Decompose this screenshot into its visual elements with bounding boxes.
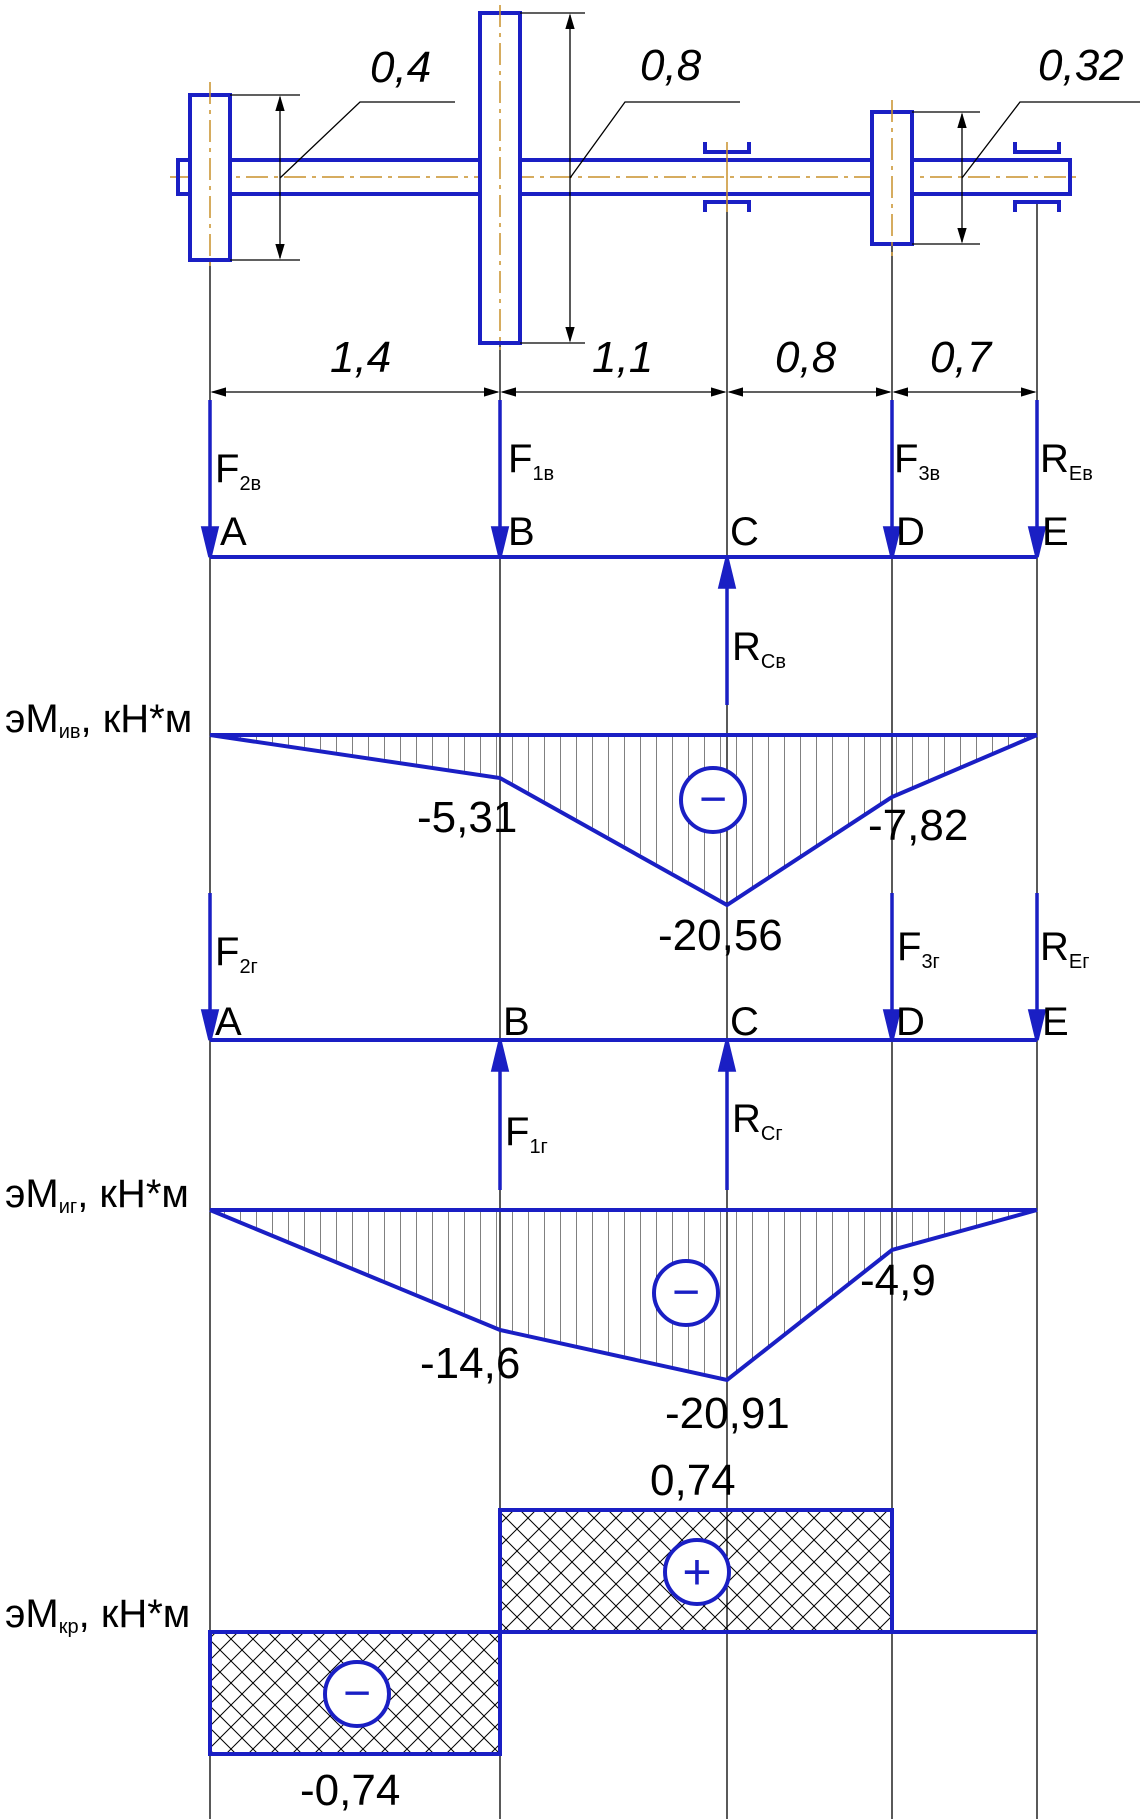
bearing-e — [1013, 142, 1061, 212]
horizontal-sign: − — [672, 1266, 700, 1319]
torque-minus-circle — [323, 1660, 391, 1728]
torque-diagram: эMкр, кН*м + − 0,74 -0,74 — [5, 1456, 1037, 1815]
vertical-load-scheme: F2в F1в F3в REв RCв A B C D E — [200, 400, 1093, 705]
force-label-f1g: F1г — [505, 1110, 548, 1158]
force-label-rev: REв — [1040, 437, 1093, 485]
dim-diameter-d — [912, 101, 1140, 245]
force-label-f3g: F3г — [897, 925, 940, 973]
vertical-moment-curve — [209, 733, 1038, 908]
point-label-d-v: D — [896, 510, 925, 554]
torque-title: эMкр, кН*м — [5, 1592, 190, 1638]
vertical-moment-fill — [210, 735, 1037, 905]
horizontal-sign-circle — [652, 1259, 720, 1327]
vertical-moment-d: -7,82 — [868, 801, 968, 850]
torque-minus-sign: − — [343, 1667, 371, 1720]
force-label-f1v: F1в — [508, 437, 554, 485]
point-label-d-h: D — [896, 1000, 925, 1044]
vertical-moment-diagram: эMив, кН*м − -5,31 -20,56 -7,82 — [5, 697, 1038, 960]
force-label-rcv: RCв — [732, 625, 786, 673]
horizontal-moment-diagram: эMиг, кН*м − -14,6 -20,91 -4,9 — [5, 1172, 1038, 1438]
force-label-f2g: F2г — [215, 930, 258, 978]
torque-plus-circle — [663, 1538, 731, 1606]
span-label-de: 0,7 — [930, 333, 993, 382]
dim-diameter-d-label: 0,32 — [1038, 41, 1124, 90]
dim-diameter-b — [520, 12, 740, 344]
point-label-a-h: A — [215, 1000, 242, 1044]
vertical-moment-b: -5,31 — [417, 793, 517, 842]
point-label-b-h: B — [503, 1000, 530, 1044]
point-label-c-v: C — [730, 510, 759, 554]
vertical-sign: − — [699, 773, 727, 826]
horizontal-moment-c: -20,91 — [665, 1389, 790, 1438]
horizontal-moment-curve — [209, 1208, 1038, 1383]
point-label-e-h: E — [1042, 1000, 1069, 1044]
horizontal-load-scheme: F2г F3г REг F1г RCг A B C D E — [200, 893, 1090, 1190]
shaft-drawing: 0,4 0,8 0,32 — [170, 5, 1140, 350]
force-label-rcg: RCг — [732, 1097, 783, 1145]
span-label-cd: 0,8 — [775, 333, 837, 382]
torque-negative-value: -0,74 — [300, 1766, 400, 1815]
bearing-c — [703, 142, 751, 212]
span-label-ab: 1,4 — [330, 333, 391, 382]
shaft-body — [176, 158, 1072, 196]
horizontal-moment-fill — [210, 1210, 1037, 1380]
vertical-sign-circle — [679, 766, 747, 834]
vertical-moment-title: эMив, кН*м — [5, 697, 192, 743]
horizontal-moment-b: -14,6 — [420, 1339, 520, 1388]
point-label-a-v: A — [220, 510, 247, 554]
dim-diameter-b-label: 0,8 — [640, 41, 702, 90]
torque-positive-value: 0,74 — [650, 1456, 736, 1505]
dim-diameter-a — [230, 94, 455, 261]
horizontal-moment-d: -4,9 — [860, 1256, 936, 1305]
point-label-e-v: E — [1042, 510, 1069, 554]
dim-diameter-a-label: 0,4 — [370, 43, 431, 92]
point-label-c-h: C — [730, 1000, 759, 1044]
force-label-reg: REг — [1040, 925, 1090, 973]
force-label-f3v: F3в — [894, 437, 940, 485]
vertical-moment-c: -20,56 — [658, 911, 783, 960]
horizontal-moment-title: эMиг, кН*м — [5, 1172, 189, 1218]
point-label-b-v: B — [508, 510, 535, 554]
span-label-bc: 1,1 — [592, 333, 653, 382]
force-label-f2v: F2в — [215, 447, 261, 495]
torque-plus-sign: + — [682, 1544, 711, 1600]
